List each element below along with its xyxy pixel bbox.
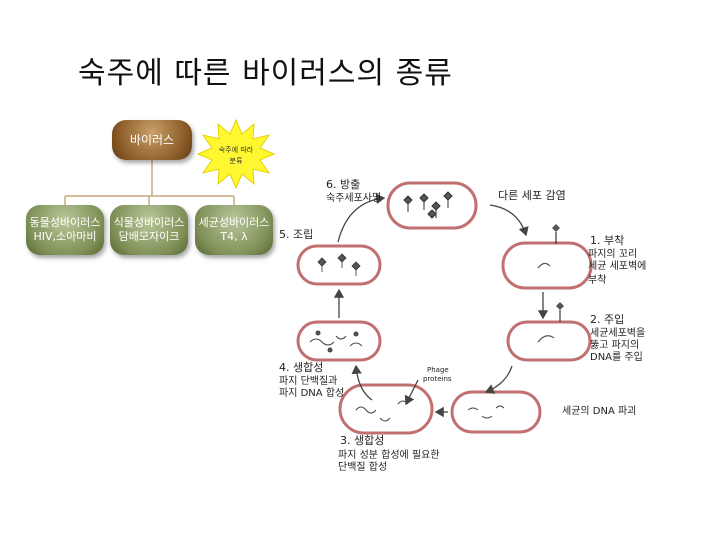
leaf-bacteria-line1: 세균성바이러스 — [198, 216, 270, 229]
stage3-desc-2: 단백질 합성 — [338, 462, 388, 473]
other-cell-infection: 다른 세포 감염 — [498, 189, 566, 202]
phage-proteins-label-2: proteins — [423, 375, 452, 383]
cell-inject — [506, 302, 592, 362]
stage3-desc-1: 파지 성분 합성에 필요한 — [338, 450, 440, 461]
stage2-desc-1: 세균세포벽을 — [590, 328, 646, 339]
stage2-desc-2: 뚫고 파지의 — [590, 340, 640, 351]
stage4-title: 4. 생합성 — [279, 361, 324, 374]
stage1-desc-1: 파지의 꼬리 — [588, 249, 638, 260]
cell-biosynthesis-3 — [338, 383, 434, 435]
leaf-bacteria-line2: T4, λ — [220, 230, 248, 243]
leaf-animal-line2: HIV,소아마비 — [33, 230, 97, 243]
stage1-desc-2: 세균 세포벽에 — [588, 261, 647, 272]
stage1-desc-3: 부착 — [588, 275, 607, 286]
stage6-desc: 숙주세포사멸 — [326, 193, 382, 204]
stage5-title: 5. 조립 — [279, 228, 314, 241]
cycle-arrows — [333, 193, 549, 418]
burst-star-shape — [196, 118, 276, 190]
tree-connectors — [64, 160, 235, 205]
classification-burst: 숙주에 따라 분류 — [196, 118, 276, 190]
page-title: 숙주에 따른 바이러스의 종류 — [78, 56, 453, 91]
tree-leaf-plant-virus: 식물성바이러스 담배모자이크 — [110, 205, 188, 255]
leaf-animal-line1: 동물성바이러스 — [29, 216, 101, 229]
stage4-desc-2: 파지 DNA 합성 — [279, 388, 345, 399]
tree-root-label: 바이러스 — [129, 133, 175, 147]
stage6-title: 6. 방출 — [326, 178, 361, 191]
stage2-desc-3: DNA를 주입 — [590, 352, 643, 363]
leaf-plant-line2: 담배모자이크 — [118, 230, 180, 243]
tree-root-virus: 바이러스 — [112, 120, 192, 160]
stage1-title: 1. 부착 — [590, 234, 625, 247]
cell-biosynthesis-4 — [296, 320, 382, 362]
stage4-desc-1: 파지 단백질과 — [279, 376, 338, 387]
burst-line1: 숙주에 따라 — [219, 145, 254, 154]
cell-release — [386, 181, 478, 230]
leaf-plant-line1: 식물성바이러스 — [113, 216, 185, 229]
cell-attach — [501, 224, 593, 290]
cell-dna-destroyed — [450, 390, 542, 434]
phage-proteins-label-1: Phage — [427, 366, 449, 374]
burst-line2: 분류 — [230, 157, 243, 165]
cell-assembly — [296, 244, 382, 286]
stage3-title: 3. 생합성 — [340, 434, 385, 447]
stage2-title: 2. 주입 — [590, 313, 625, 326]
tree-leaf-bacterial-virus: 세균성바이러스 T4, λ — [195, 205, 273, 255]
tree-leaf-animal-virus: 동물성바이러스 HIV,소아마비 — [26, 205, 104, 255]
dna-destroyed-label: 세균의 DNA 파괴 — [562, 406, 637, 417]
